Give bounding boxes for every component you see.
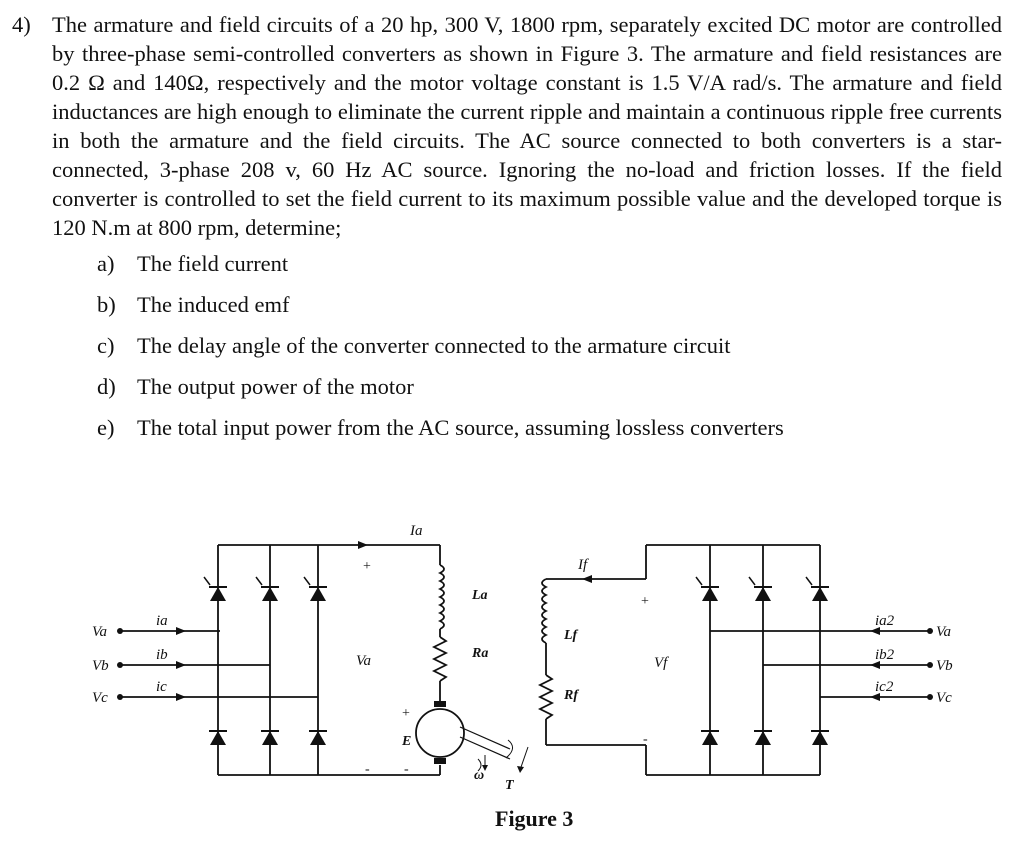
part-text: The delay angle of the converter connect…	[137, 333, 731, 358]
question-text: The armature and field circuits of a 20 …	[52, 12, 1002, 240]
left-vb-label: Vb	[92, 658, 109, 674]
armature-input-nodes	[117, 541, 368, 701]
part-e: e) The total input power from the AC sour…	[97, 416, 1024, 440]
part-label: a)	[97, 251, 115, 276]
circuit-svg: Va Vb Vc ia ib ic Ia + Va - La Ra + E - …	[92, 523, 953, 793]
armature-diodes-bottom	[208, 730, 328, 746]
part-label: c)	[97, 333, 115, 358]
armature-resistance-label: Ra	[471, 646, 488, 661]
emf-plus: +	[402, 706, 410, 721]
field-inductor	[541, 578, 549, 644]
part-label: b)	[97, 292, 116, 317]
part-text: The field current	[137, 251, 289, 276]
armature-voltage-plus: +	[363, 559, 371, 574]
emf-label: E	[401, 734, 411, 749]
armature-converter	[120, 544, 441, 776]
question-parts: a) The field current b) The induced emf c)…	[97, 252, 1024, 440]
field-inductance-label: Lf	[563, 628, 579, 643]
right-vc-label: Vc	[936, 690, 952, 706]
speed-label: ω	[474, 768, 484, 783]
field-diodes-bottom	[700, 730, 830, 746]
field-resistance-label: Rf	[563, 688, 579, 703]
torque-label: T	[505, 778, 515, 793]
armature-voltage-minus: -	[365, 762, 370, 777]
left-vc-label: Vc	[92, 690, 108, 706]
right-ic2-label: ic2	[875, 679, 894, 695]
field-voltage-plus: +	[641, 594, 649, 609]
circuit-diagram: Va Vb Vc ia ib ic Ia + Va - La Ra + E - …	[80, 515, 980, 810]
part-text: The output power of the motor	[137, 374, 414, 399]
right-va-label: Va	[936, 624, 951, 640]
part-text: The total input power from the AC source…	[137, 415, 784, 440]
problem-4: 4) The armature and field circuits of a …	[12, 10, 1002, 457]
field-voltage-minus: -	[643, 732, 648, 747]
part-b: b) The induced emf	[97, 293, 1024, 317]
figure-caption: Figure 3	[495, 806, 574, 831]
armature-current-label: Ia	[409, 523, 423, 539]
dc-motor-icon	[415, 701, 529, 773]
right-ia2-label: ia2	[875, 613, 895, 629]
armature-inductor	[437, 564, 445, 630]
question-number: 4)	[12, 12, 31, 37]
field-input-nodes	[582, 575, 933, 701]
part-d: d) The output power of the motor	[97, 375, 1024, 399]
armature-thyristors-top	[203, 576, 328, 602]
field-resistor	[537, 674, 555, 720]
emf-minus: -	[404, 762, 409, 777]
part-text: The induced emf	[137, 292, 290, 317]
part-label: d)	[97, 374, 116, 399]
part-a: a) The field current	[97, 252, 1024, 276]
left-ib-label: ib	[156, 647, 168, 663]
right-ib2-label: ib2	[875, 647, 895, 663]
field-voltage-label: Vf	[654, 655, 669, 671]
part-c: c) The delay angle of the converter conne…	[97, 334, 1024, 358]
armature-inductance-label: La	[471, 588, 488, 603]
left-ic-label: ic	[156, 679, 167, 695]
left-va-label: Va	[92, 624, 107, 640]
armature-resistor	[431, 636, 449, 682]
left-ia-label: ia	[156, 613, 168, 629]
field-current-label: If	[577, 557, 589, 573]
part-label: e)	[97, 415, 115, 440]
field-converter	[546, 544, 930, 776]
right-vb-label: Vb	[936, 658, 953, 674]
armature-voltage-label: Va	[356, 653, 371, 669]
